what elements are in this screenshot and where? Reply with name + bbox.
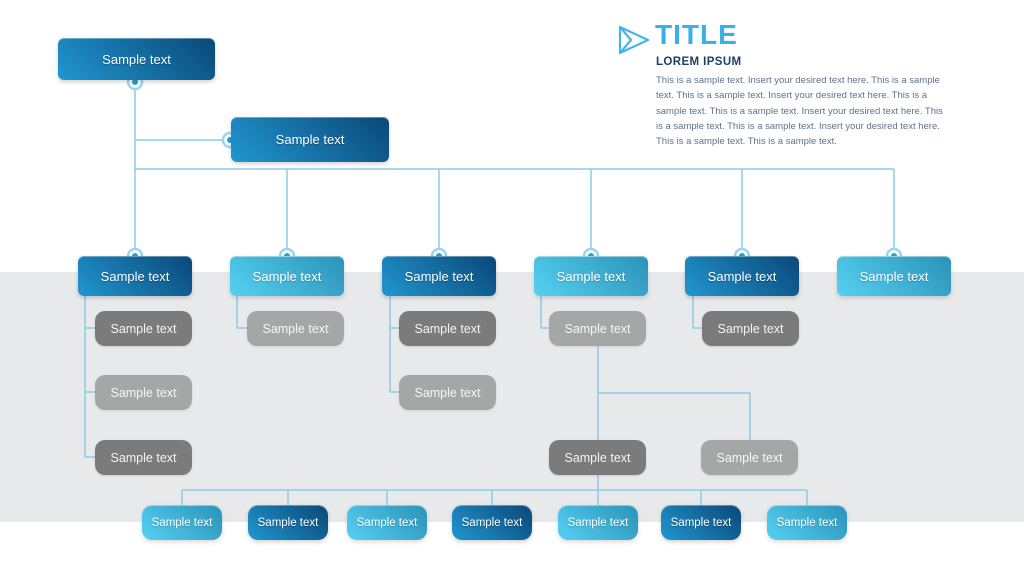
- org-node-label: Sample text: [707, 268, 777, 284]
- page-subtitle: LOREM IPSUM: [656, 56, 742, 68]
- org-node-bottom-5: Sample text: [558, 505, 638, 540]
- org-node-child-col4-1: Sample text: [549, 311, 646, 346]
- org-node-assistant: Sample text: [231, 117, 389, 162]
- org-node-child-col1-2: Sample text: [95, 375, 192, 410]
- org-node-bottom-4: Sample text: [452, 505, 532, 540]
- org-node-label: Sample text: [414, 385, 481, 400]
- org-node-label: Sample text: [110, 450, 177, 465]
- org-node-child-col1-3: Sample text: [95, 440, 192, 475]
- org-node-label: Sample text: [670, 516, 732, 529]
- org-node-label: Sample text: [716, 450, 783, 465]
- org-node-level2-4: Sample text: [534, 256, 648, 296]
- org-node-level2-2: Sample text: [230, 256, 344, 296]
- org-node-root: Sample text: [58, 38, 215, 80]
- org-node-child-col5-1: Sample text: [702, 311, 799, 346]
- org-node-bottom-1: Sample text: [142, 505, 222, 540]
- org-node-level2-3: Sample text: [382, 256, 496, 296]
- org-node-label: Sample text: [262, 321, 329, 336]
- org-node-label: Sample text: [110, 385, 177, 400]
- org-node-bottom-2: Sample text: [248, 505, 328, 540]
- connector-line: [389, 295, 399, 393]
- org-node-label: Sample text: [567, 516, 629, 529]
- org-node-label: Sample text: [102, 51, 171, 67]
- paper-plane-icon: [618, 25, 650, 55]
- page-description: This is a sample text. Insert your desir…: [656, 75, 943, 148]
- org-node-level2-5: Sample text: [685, 256, 799, 296]
- org-node-bottom-7: Sample text: [767, 505, 847, 540]
- org-node-label: Sample text: [717, 321, 784, 336]
- org-node-label: Sample text: [776, 516, 838, 529]
- page-title: TITLE: [655, 19, 738, 50]
- org-node-bottom-3: Sample text: [347, 505, 427, 540]
- org-node-label: Sample text: [252, 268, 322, 284]
- connector-line: [236, 295, 247, 329]
- org-node-label: Sample text: [110, 321, 177, 336]
- org-node-label: Sample text: [461, 516, 523, 529]
- org-node-label: Sample text: [151, 516, 213, 529]
- org-node-child-col3-2: Sample text: [399, 375, 496, 410]
- connector-line: [134, 90, 895, 248]
- org-node-label: Sample text: [356, 516, 418, 529]
- connector-line: [540, 295, 751, 505]
- org-node-bottom-6: Sample text: [661, 505, 741, 540]
- org-node-child-col1-1: Sample text: [95, 311, 192, 346]
- org-node-label: Sample text: [564, 450, 631, 465]
- org-node-label: Sample text: [564, 321, 631, 336]
- org-node-label: Sample text: [404, 268, 474, 284]
- org-node-label: Sample text: [257, 516, 319, 529]
- org-node-label: Sample text: [859, 268, 929, 284]
- org-node-child-col4-sub-2: Sample text: [701, 440, 798, 475]
- connector-line: [84, 295, 95, 458]
- org-node-child-col2-1: Sample text: [247, 311, 344, 346]
- connector-line: [181, 489, 808, 505]
- org-node-child-col4-sub-1: Sample text: [549, 440, 646, 475]
- org-node-level2-1: Sample text: [78, 256, 192, 296]
- org-node-label: Sample text: [100, 268, 170, 284]
- org-node-child-col3-1: Sample text: [399, 311, 496, 346]
- org-node-label: Sample text: [556, 268, 626, 284]
- connector-line: [692, 295, 702, 329]
- org-node-label: Sample text: [414, 321, 481, 336]
- org-node-label: Sample text: [275, 132, 345, 147]
- org-node-level2-6: Sample text: [837, 256, 951, 296]
